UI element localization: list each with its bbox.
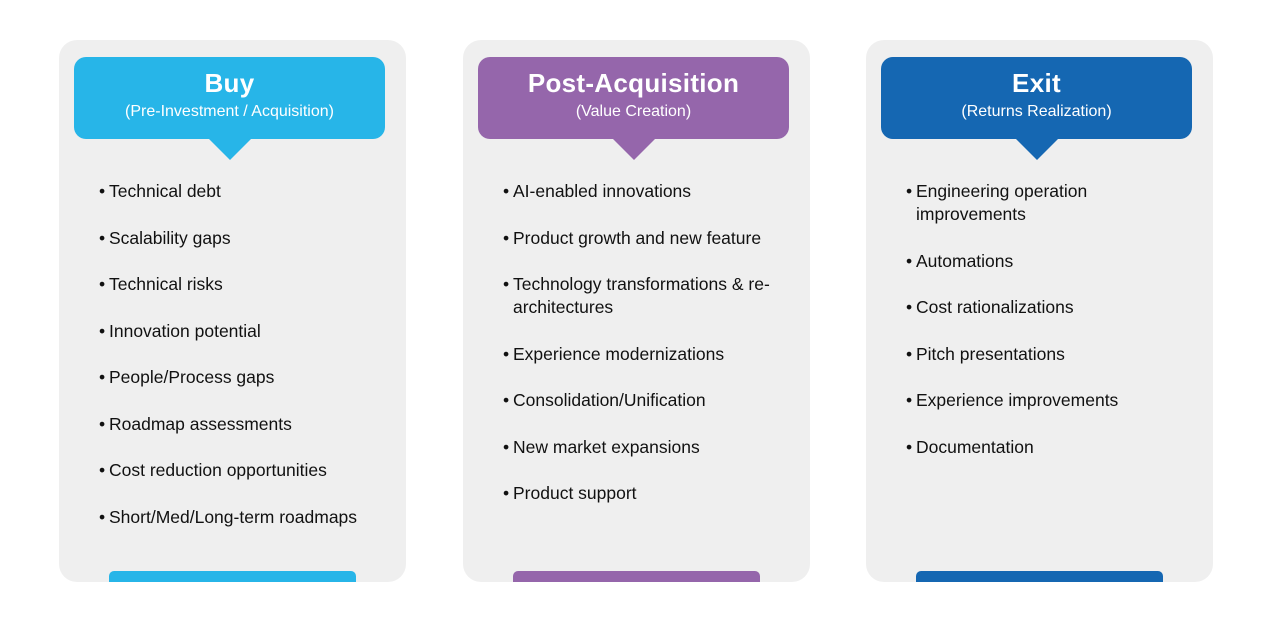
bullet-icon: •	[99, 506, 106, 527]
bullet-icon: •	[503, 436, 510, 457]
bullet-icon: •	[906, 297, 913, 317]
bullet-icon: •	[503, 181, 510, 201]
bullet-icon: •	[503, 227, 510, 248]
bullet-icon: •	[906, 250, 913, 271]
phase-header: Buy (Pre-Investment / Acquisition)	[74, 57, 385, 139]
list-item: •Product support	[503, 482, 798, 505]
list-item: •Cost reduction opportunities	[99, 459, 394, 482]
list-item: •Product growth and new feature	[503, 227, 798, 250]
item-text: Short/Med/Long-term roadmaps	[109, 506, 358, 527]
bullet-icon: •	[99, 460, 106, 480]
bullet-icon: •	[503, 274, 510, 294]
bullet-icon: •	[503, 343, 510, 364]
list-item: •New market expansions	[503, 436, 798, 459]
bullet-icon: •	[503, 483, 510, 503]
bullet-icon: •	[906, 181, 913, 201]
item-text: People/Process gaps	[109, 367, 275, 387]
phase-subtitle: (Pre-Investment / Acquisition)	[125, 103, 334, 120]
item-text: Engineering operation improvements	[916, 181, 1088, 224]
item-text: AI-enabled innovations	[513, 181, 692, 201]
phase-header: Exit (Returns Realization)	[881, 57, 1192, 139]
phase-title: Exit	[1012, 68, 1061, 98]
phase-card-post: Post-Acquisition (Value Creation) •AI-en…	[463, 40, 810, 582]
footer-tab	[109, 571, 356, 582]
item-text: Automations	[916, 250, 1014, 271]
pointer-arrow-icon	[613, 139, 655, 160]
list-item: •AI-enabled innovations	[503, 180, 798, 203]
item-text: Experience modernizations	[513, 343, 725, 364]
item-text: Innovation potential	[109, 320, 261, 341]
item-text: New market expansions	[513, 436, 700, 457]
bullet-icon: •	[906, 343, 913, 364]
footer-tab	[916, 571, 1163, 582]
bullet-icon: •	[906, 390, 913, 410]
bullet-icon: •	[503, 390, 510, 410]
pointer-arrow-icon	[1016, 139, 1058, 160]
phase-items: •Technical debt•Scalability gaps•Technic…	[99, 180, 394, 552]
item-text: Roadmap assessments	[109, 413, 292, 434]
bullet-icon: •	[99, 320, 106, 341]
list-item: •Short/Med/Long-term roadmaps	[99, 506, 394, 529]
phase-items: •Engineering operation improvements•Auto…	[906, 180, 1201, 482]
list-item: •Consolidation/Unification	[503, 389, 798, 412]
phase-subtitle: (Value Creation)	[575, 103, 692, 120]
list-item: •Experience modernizations	[503, 343, 798, 366]
list-item: •People/Process gaps	[99, 366, 394, 389]
list-item: •Technology transformations & re-archite…	[503, 273, 798, 319]
item-text: Experience improvements	[916, 390, 1119, 410]
bullet-icon: •	[906, 436, 913, 457]
item-text: Technical risks	[109, 274, 223, 294]
list-item: •Pitch presentations	[906, 343, 1201, 366]
item-text: Scalability gaps	[109, 227, 231, 248]
item-text: Cost rationalizations	[916, 297, 1074, 317]
phase-items: •AI-enabled innovations•Product growth a…	[503, 180, 798, 529]
list-item: •Technical risks	[99, 273, 394, 296]
bullet-icon: •	[99, 367, 106, 387]
bullet-icon: •	[99, 181, 106, 201]
item-text: Technical debt	[109, 181, 221, 201]
list-item: •Roadmap assessments	[99, 413, 394, 436]
list-item: •Automations	[906, 250, 1201, 273]
item-text: Product support	[513, 483, 637, 503]
bullet-icon: •	[99, 274, 106, 294]
item-text: Pitch presentations	[916, 343, 1065, 364]
pointer-arrow-icon	[209, 139, 251, 160]
item-text: Product growth and new feature	[513, 227, 762, 248]
list-item: •Scalability gaps	[99, 227, 394, 250]
list-item: •Cost rationalizations	[906, 296, 1201, 319]
list-item: •Experience improvements	[906, 389, 1201, 412]
phase-subtitle: (Returns Realization)	[961, 103, 1112, 120]
bullet-icon: •	[99, 413, 106, 434]
item-text: Cost reduction opportunities	[109, 460, 327, 480]
footer-tab	[513, 571, 760, 582]
phase-title: Post-Acquisition	[527, 68, 740, 98]
bullet-icon: •	[99, 227, 106, 248]
list-item: •Innovation potential	[99, 320, 394, 343]
phase-card-exit: Exit (Returns Realization) •Engineering …	[866, 40, 1213, 582]
item-text: Consolidation/Unification	[513, 390, 706, 410]
list-item: •Technical debt	[99, 180, 394, 203]
item-text: Technology transformations & re-architec…	[513, 274, 770, 317]
list-item: •Documentation	[906, 436, 1201, 459]
phase-title: Buy	[204, 68, 255, 98]
list-item: •Engineering operation improvements	[906, 180, 1201, 226]
item-text: Documentation	[916, 436, 1034, 457]
phase-header: Post-Acquisition (Value Creation)	[478, 57, 789, 139]
phase-card-buy: Buy (Pre-Investment / Acquisition) •Tech…	[59, 40, 406, 582]
